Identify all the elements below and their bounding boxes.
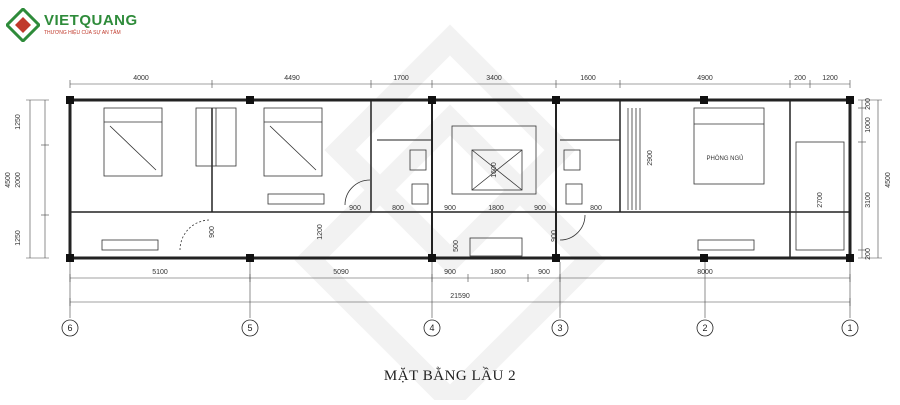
dim-bottom-5: 900 [538, 269, 550, 276]
dim-top-1: 4000 [133, 75, 149, 82]
dim-interior-900c: 900 [534, 205, 546, 212]
dim-interior-800b: 800 [590, 205, 602, 212]
axis-1: 1 [847, 323, 852, 333]
bed-left [103, 107, 163, 177]
dim-interior-900-door-left: 900 [209, 226, 216, 238]
dim-interior-900-door-mid: 900 [551, 230, 558, 242]
dim-top-6: 4900 [697, 75, 713, 82]
dim-total: 21590 [450, 293, 470, 300]
furniture [101, 107, 845, 257]
plan-title: MẶT BẰNG LẦU 2 [383, 368, 517, 384]
dim-right-1: 200 [865, 98, 872, 110]
desk-left [101, 239, 159, 251]
dim-left-total: 4500 [5, 172, 12, 188]
vertical-dimension-texts: 1250 2000 1250 4500 200 1000 3100 200 45… [5, 98, 892, 260]
dim-right-total: 4500 [885, 172, 892, 188]
dim-interior-800a: 800 [392, 205, 404, 212]
dim-top-5: 1600 [580, 75, 596, 82]
dimension-texts: 4000 4490 1700 3400 1600 4900 200 1200 5… [133, 75, 838, 300]
dim-top-8: 1200 [822, 75, 838, 82]
axis-3: 3 [557, 323, 562, 333]
dim-interior-900b: 900 [444, 205, 456, 212]
brand-name: VIETQUANG [44, 12, 138, 29]
sink-left [411, 183, 429, 205]
dim-right-3: 3100 [865, 192, 872, 208]
dim-interior-1200: 1200 [317, 224, 324, 240]
dimension-lines [26, 80, 882, 318]
walls [68, 98, 852, 260]
vietquang-logo-icon [6, 8, 40, 42]
dim-bottom-6: 8000 [697, 269, 713, 276]
dim-interior-900a: 900 [349, 205, 361, 212]
dim-bottom-1: 5100 [152, 269, 168, 276]
dim-bottom-4: 1800 [490, 269, 506, 276]
bed-middle [263, 107, 323, 177]
desk-middle [267, 193, 325, 205]
desk-right [697, 239, 755, 251]
wc-left [409, 149, 427, 171]
stair-well [451, 125, 537, 195]
dim-left-1: 1250 [15, 114, 22, 130]
dim-left-3: 1250 [15, 230, 22, 246]
elevator [471, 149, 523, 191]
bed-right [693, 107, 765, 185]
dim-interior-500: 500 [453, 240, 460, 252]
sink-right [565, 183, 583, 205]
stair-bottom [469, 237, 523, 257]
axis-markers: 6 5 4 3 2 1 [61, 319, 859, 337]
room-label: PHÒNG NGỦ [706, 155, 743, 162]
dim-bottom-3: 900 [444, 269, 456, 276]
watermark [294, 24, 606, 405]
dim-right-4: 200 [865, 248, 872, 260]
dim-interior-2700: 2700 [817, 192, 824, 208]
closet-right [795, 141, 845, 251]
dim-top-4: 3400 [486, 75, 502, 82]
axis-5: 5 [247, 323, 252, 333]
dim-top-2: 4490 [284, 75, 300, 82]
dim-left-2: 2000 [15, 172, 22, 188]
brand-slogan: THƯƠNG HIỆU CỦA SỰ AN TÂM [44, 30, 121, 36]
axis-6: 6 [67, 323, 72, 333]
dim-bottom-2: 5090 [333, 269, 349, 276]
brand-logo: VIETQUANG THƯƠNG HIỆU CỦA SỰ AN TÂM [6, 8, 146, 42]
axis-2: 2 [702, 323, 707, 333]
dim-top-7: 200 [794, 75, 806, 82]
wc-right [563, 149, 581, 171]
dim-interior-2900: 2900 [647, 150, 654, 166]
axis-4: 4 [429, 323, 434, 333]
columns [66, 96, 854, 262]
dim-interior-1600: 1600 [491, 162, 498, 178]
dim-interior-1800: 1800 [488, 205, 504, 212]
dim-right-2: 1000 [865, 117, 872, 133]
dim-top-3: 1700 [393, 75, 409, 82]
